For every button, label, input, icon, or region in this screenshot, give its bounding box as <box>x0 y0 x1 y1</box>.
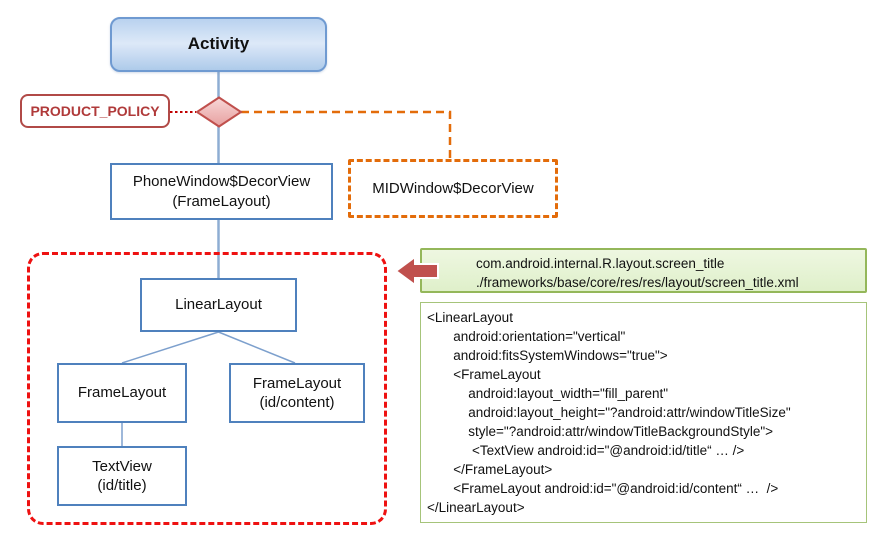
text-view-label-line2: (id/title) <box>97 477 147 494</box>
annotation-region <box>27 252 387 525</box>
text-view-label-line1: TextView <box>92 457 152 475</box>
phone-window-label-line1: PhoneWindow$DecorView <box>132 173 311 190</box>
frame-layout-content-label-line1: FrameLayout <box>252 374 342 392</box>
code-line: style="?android:attr/windowTitleBackgrou… <box>427 424 774 439</box>
node-linear-layout: LinearLayout <box>140 278 297 332</box>
frame-layout-title-label: FrameLayout <box>77 384 167 402</box>
callout-line-2: ./frameworks/base/core/res/res/layout/sc… <box>476 275 799 290</box>
node-frame-layout-title: FrameLayout <box>57 363 187 423</box>
code-line: android:layout_height="?android:attr/win… <box>427 405 791 420</box>
code-line: <FrameLayout <box>427 367 541 382</box>
code-line: </LinearLayout> <box>427 500 525 515</box>
node-frame-layout-content: FrameLayout (id/content) <box>229 363 365 423</box>
frame-layout-content-label-line2: (id/content) <box>259 394 335 411</box>
code-line: android:fitsSystemWindows="true"> <box>427 348 668 363</box>
product-policy-label: PRODUCT_POLICY <box>30 102 160 119</box>
linear-layout-label: LinearLayout <box>175 296 262 314</box>
code-line: <FrameLayout android:id="@android:id/con… <box>427 481 779 496</box>
node-activity: Activity <box>110 17 327 72</box>
callout-line-1: com.android.internal.R.layout.screen_tit… <box>476 256 725 271</box>
connector-diamond-midwindow <box>241 110 452 158</box>
mid-window-label: MIDWindow$DecorView <box>372 179 534 197</box>
connector-linearlayout-frameright <box>218 331 296 364</box>
code-line: <LinearLayout <box>427 310 513 325</box>
code-line: android:orientation="vertical" <box>427 329 626 344</box>
node-text-view: TextView (id/title) <box>57 446 187 506</box>
node-product-policy: PRODUCT_POLICY <box>20 94 170 128</box>
callout-layout-reference: com.android.internal.R.layout.screen_tit… <box>420 248 867 293</box>
activity-label: Activity <box>187 34 250 54</box>
code-line: </FrameLayout> <box>427 462 553 477</box>
decision-diamond <box>195 96 243 128</box>
left-arrow-icon <box>393 254 441 288</box>
code-line: android:layout_width="fill_parent" <box>427 386 669 401</box>
code-block: <LinearLayout android:orientation="verti… <box>420 302 867 523</box>
node-phone-window: PhoneWindow$DecorView (FrameLayout) <box>110 163 333 220</box>
node-mid-window: MIDWindow$DecorView <box>348 159 558 218</box>
connector-linearlayout-frameleft <box>121 331 219 364</box>
code-line: <TextView android:id="@android:id/title“… <box>427 443 745 458</box>
phone-window-label-line2: (FrameLayout) <box>172 192 271 210</box>
